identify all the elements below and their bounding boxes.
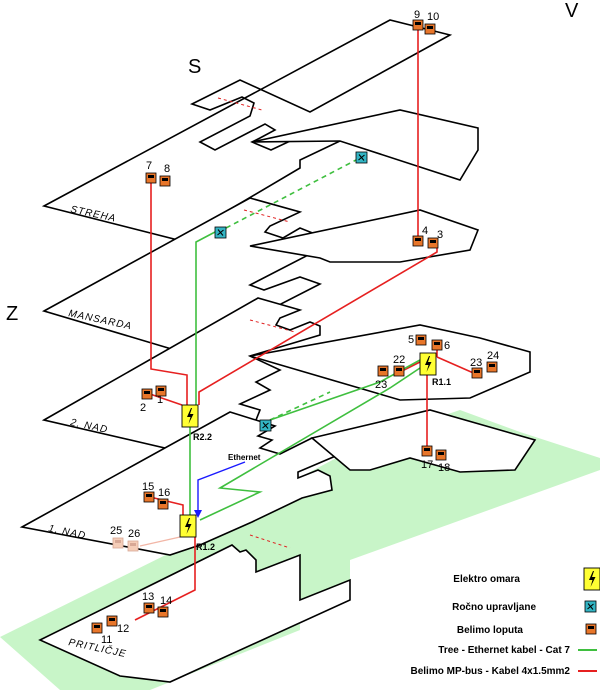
floor-streha-wing	[251, 109, 479, 181]
ethernet-label: Ethernet	[228, 453, 261, 462]
damper-9-label: 9	[414, 9, 420, 21]
damper-13-icon	[143, 602, 155, 614]
legend-damper-label: Belimo loputa	[457, 625, 524, 636]
mpbus-cable-roof-attic	[150, 182, 188, 405]
legend: Elektro omara Ročno upravljane Belimo lo…	[411, 567, 600, 677]
damper-18-icon	[435, 449, 447, 461]
legend-manual-label: Ročno upravljane	[452, 602, 536, 613]
cabinet-r22-icon	[181, 404, 199, 428]
damper-15-label: 15	[142, 481, 154, 493]
manual-damper-attic-icon	[214, 226, 227, 239]
legend-mpbus-label: Belimo MP-bus - Kabel 4x1.5mm2	[411, 666, 571, 677]
floor-pritlicje	[38, 544, 351, 683]
damper-17-icon	[421, 445, 433, 457]
floor-mansarda-wing	[249, 209, 480, 263]
damper-2-icon	[141, 388, 153, 400]
cabinet-r11-label: R1.1	[432, 377, 451, 387]
damper-8-icon	[159, 175, 171, 187]
damper-24-icon	[486, 361, 498, 373]
ethernet-cable-roof-dashed	[225, 159, 357, 229]
damper-8-label: 8	[164, 163, 170, 175]
damper-24-label: 24	[487, 350, 499, 362]
damper-26-icon	[127, 540, 139, 552]
damper-11-label: 11	[101, 634, 112, 646]
damper-7-label: 7	[146, 160, 152, 172]
cabinet-r22-label: R2.2	[193, 432, 212, 442]
damper-13-label: 13	[142, 591, 154, 603]
damper-6-icon	[431, 339, 443, 351]
compass-west: Z	[6, 303, 18, 325]
floor-nad1	[19, 411, 350, 556]
damper-6-label: 6	[444, 340, 450, 352]
damper-10-label: 10	[427, 11, 439, 23]
damper-2-label: 2	[140, 402, 146, 414]
damper-26-label: 26	[128, 528, 140, 540]
damper-12-label: 12	[117, 623, 129, 635]
damper-4-icon	[412, 235, 424, 247]
damper-4-label: 4	[422, 225, 428, 237]
ethernet-cable-nad2-dashed	[269, 391, 331, 421]
damper-23a-label: 23	[375, 379, 387, 391]
damper-22-icon	[393, 365, 405, 377]
compass-east: V	[565, 0, 579, 22]
damper-5-label: 5	[408, 334, 414, 346]
mpbus-cable-pale	[139, 536, 181, 547]
damper-16-label: 16	[158, 487, 170, 499]
damper-7-icon	[145, 172, 157, 184]
damper-16-icon	[157, 498, 169, 510]
damper-10-icon	[424, 23, 436, 35]
ethernet-uplink	[197, 461, 246, 512]
damper-14-label: 14	[160, 595, 172, 607]
ethernet-cable-roof	[195, 231, 216, 405]
mpbus-cable-nad2-local	[149, 393, 183, 406]
damper-17-label: 17	[421, 459, 433, 471]
damper-14-icon	[157, 606, 169, 618]
floor-streha	[41, 19, 453, 241]
ethernet-cable-nad2	[269, 359, 421, 421]
manual-damper-roof-icon	[355, 151, 368, 164]
legend-cabinet-label: Elektro omara	[453, 574, 520, 585]
damper-12-icon	[106, 615, 118, 627]
cabinet-r12-icon	[179, 514, 197, 538]
damper-11-icon	[91, 622, 103, 634]
cabinet-r12-label: R1.2	[196, 542, 215, 552]
damper-5-icon	[415, 334, 427, 346]
damper-18-label: 18	[438, 462, 450, 474]
damper-25-label: 25	[110, 525, 122, 537]
compass-north: S	[188, 56, 201, 78]
floor-nad2-wing	[249, 324, 531, 401]
legend-lightning-icon	[583, 567, 600, 591]
damper-23b-label: 23	[470, 357, 482, 369]
damper-25-icon	[112, 537, 124, 549]
damper-9-icon	[412, 19, 424, 31]
mpbus-cable-r11	[399, 345, 479, 448]
damper-1-label: 1	[157, 394, 163, 406]
legend-damper-icon	[585, 623, 597, 635]
damper-3-label: 3	[437, 229, 443, 241]
damper-23b-icon	[471, 367, 483, 379]
damper-15-icon	[143, 491, 155, 503]
legend-fan-icon	[584, 600, 597, 613]
damper-22-label: 22	[393, 354, 405, 366]
ethernet-cable-nad1	[199, 367, 421, 521]
legend-ethernet-label: Tree - Ethernet kabel - Cat 7	[438, 645, 570, 656]
cabinet-r11-icon	[419, 352, 437, 376]
damper-23a-icon	[377, 365, 389, 377]
manual-damper-nad2-icon	[259, 419, 272, 432]
floor-nad1-wing	[310, 409, 537, 473]
